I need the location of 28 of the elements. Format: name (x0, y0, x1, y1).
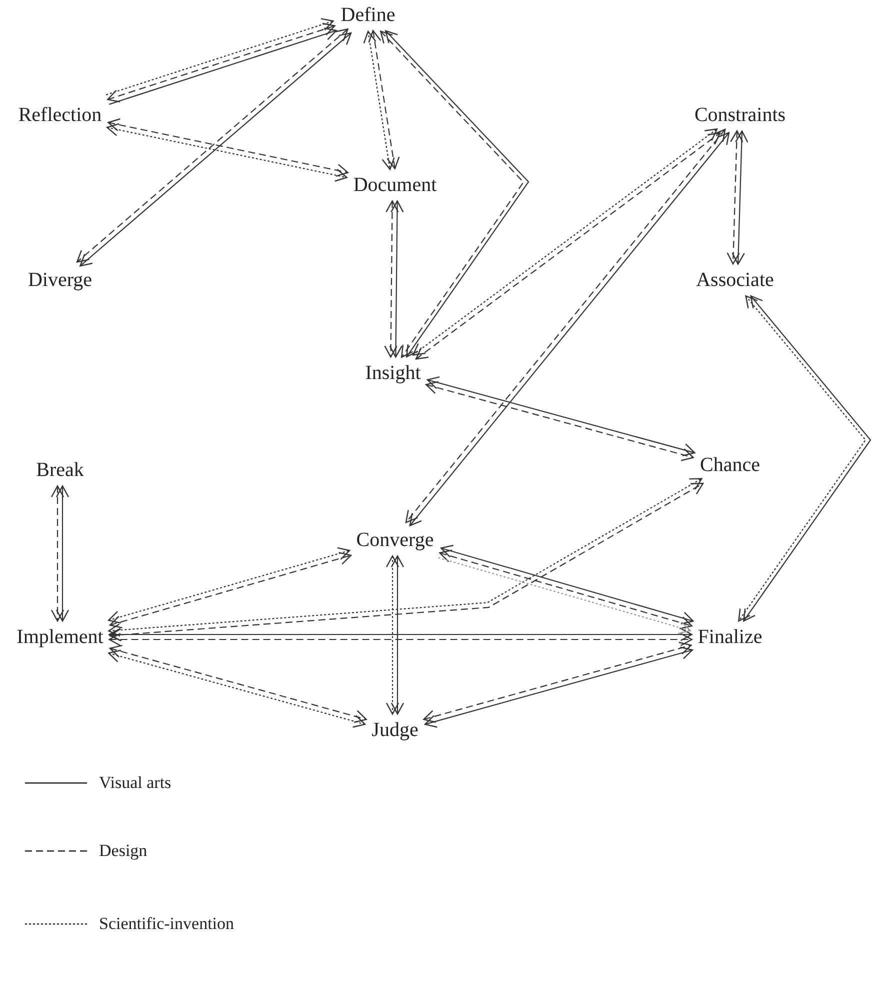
node-label: Constraints (694, 104, 786, 126)
arrow (108, 632, 692, 646)
node-label: Define (340, 4, 396, 26)
arrow (732, 130, 748, 265)
arrow (384, 200, 399, 358)
node-label: Judge (372, 719, 418, 741)
node-label: Implement (16, 626, 104, 648)
legend-label: Visual arts (99, 773, 172, 793)
node-label: Converge (356, 529, 434, 551)
node-label: Insight (365, 362, 421, 384)
legend-label: Design (99, 841, 148, 861)
arrow (389, 200, 404, 358)
node-label: Break (36, 459, 84, 481)
arrow (363, 30, 395, 170)
node-label: Document (353, 174, 437, 196)
node-label: Diverge (28, 269, 92, 291)
arrow (368, 30, 400, 170)
legend-label: Scientific-invention (99, 914, 234, 934)
node-label: Associate (696, 269, 774, 291)
node-label: Finalize (698, 626, 762, 648)
arrow (390, 555, 404, 715)
arrow (56, 485, 70, 622)
node-label: Chance (700, 454, 760, 476)
node-label: Reflection (18, 104, 102, 126)
arrow (386, 555, 400, 715)
arrow (726, 130, 744, 264)
arrow (108, 628, 692, 642)
arrow (50, 485, 64, 622)
